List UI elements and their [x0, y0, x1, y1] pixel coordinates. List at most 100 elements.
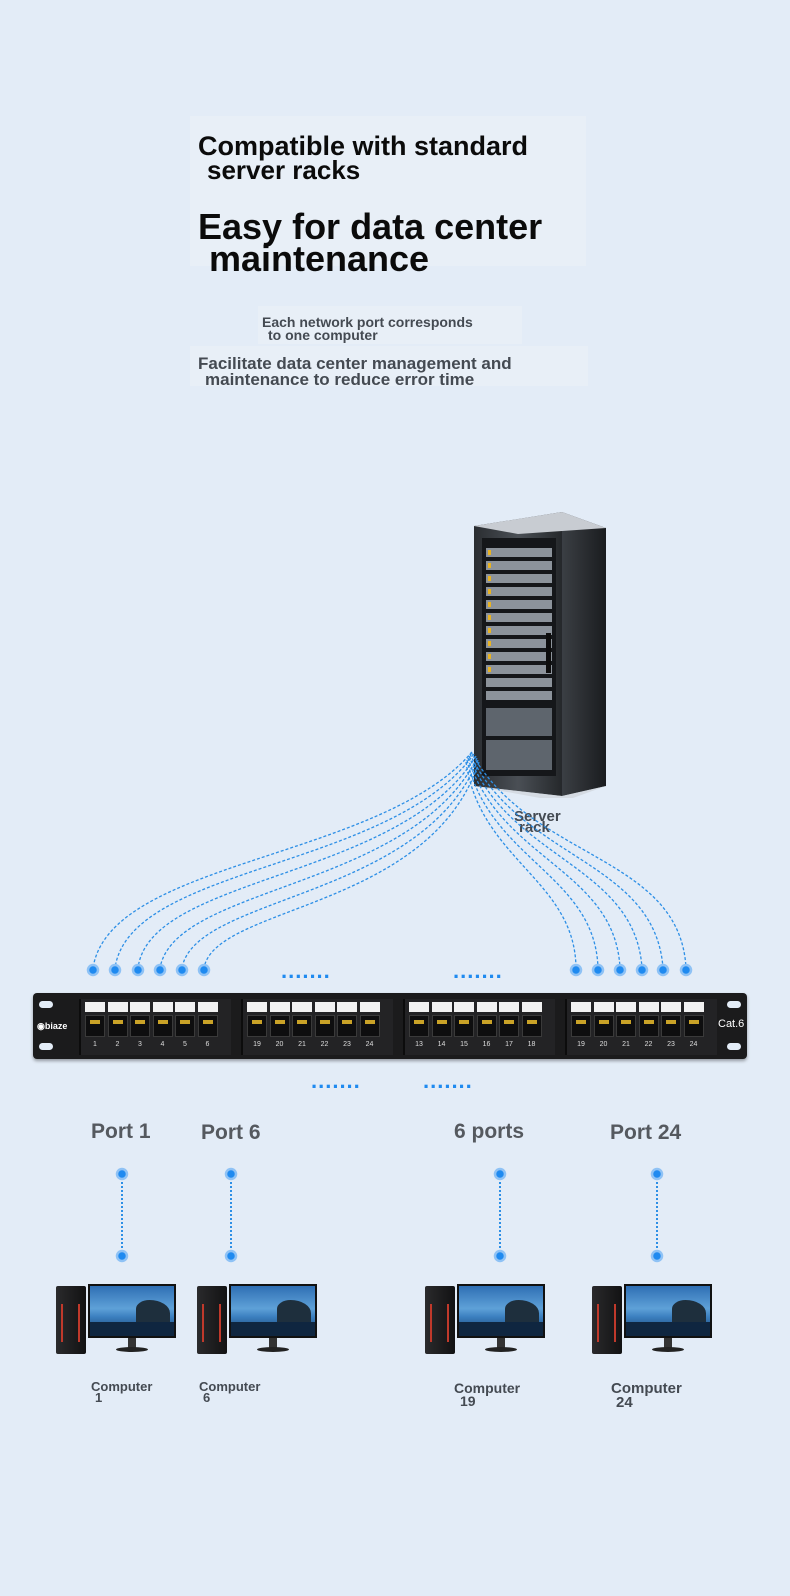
port-label-tab	[269, 1002, 290, 1012]
port-label-tab	[314, 1002, 335, 1012]
computer-label-6-line2: 6	[203, 1390, 211, 1405]
port-label-tab	[616, 1002, 636, 1012]
rj45-port[interactable]	[616, 1015, 636, 1037]
port-pins	[90, 1020, 100, 1024]
rj45-port[interactable]	[314, 1015, 335, 1037]
mounting-hole	[39, 1043, 53, 1050]
port-number: 16	[482, 1041, 491, 1048]
port-label-tab	[247, 1002, 267, 1012]
port-number: 17	[505, 1041, 513, 1048]
rj45-port[interactable]	[175, 1015, 195, 1037]
rj45-port[interactable]	[499, 1015, 519, 1037]
description-line3: Facilitate data center management and	[198, 354, 512, 373]
ellipsis-top-left: .......	[281, 958, 331, 983]
category-label: Cat.6	[718, 1018, 745, 1030]
tower-accent	[219, 1304, 221, 1342]
port-pins	[526, 1020, 537, 1024]
port-number: 21	[298, 1041, 306, 1048]
rj45-port[interactable]	[269, 1015, 290, 1037]
cable-node	[175, 963, 189, 977]
rj45-port[interactable]	[431, 1015, 452, 1037]
port-number: 21	[622, 1041, 630, 1048]
port-label-tab	[359, 1002, 380, 1012]
headline-line1: Compatible with standard	[198, 131, 529, 161]
port-pins	[666, 1020, 676, 1024]
brand-logo-icon: ◉	[37, 1021, 45, 1031]
rj45-port[interactable]	[571, 1015, 591, 1037]
rj45-port[interactable]	[521, 1015, 542, 1037]
port-pins	[135, 1020, 145, 1024]
cable-10	[468, 755, 643, 969]
port-number: 3	[138, 1041, 142, 1048]
port-node-bottom	[224, 1249, 238, 1263]
port-node-bottom	[650, 1249, 664, 1263]
rj45-port[interactable]	[476, 1015, 497, 1037]
rj45-port[interactable]	[130, 1015, 150, 1037]
port-number: 18	[527, 1041, 536, 1048]
port-number: 19	[577, 1041, 585, 1048]
port-label-6: Port 6	[201, 1121, 261, 1144]
cable-node	[86, 963, 100, 977]
cable-8	[466, 759, 599, 969]
cable-node	[656, 963, 670, 977]
monitor-base	[485, 1347, 517, 1352]
port-label-tab	[85, 1002, 105, 1012]
rj45-port[interactable]	[197, 1015, 218, 1037]
port-label-tab	[175, 1002, 195, 1012]
monitor-stand	[269, 1338, 277, 1348]
rj45-port[interactable]	[409, 1015, 429, 1037]
port-pins	[364, 1020, 375, 1024]
port-pins	[688, 1020, 699, 1024]
port-number: 24	[689, 1041, 698, 1048]
port-pins	[274, 1020, 285, 1024]
cable-4	[159, 757, 478, 969]
rj45-port[interactable]	[683, 1015, 704, 1037]
computer-image	[592, 1284, 714, 1356]
rj45-port[interactable]	[152, 1015, 173, 1037]
cable-node	[679, 963, 693, 977]
port-number: 22	[320, 1041, 329, 1048]
port-number: 2	[115, 1041, 120, 1048]
cable-9	[467, 757, 621, 969]
description-box-2	[190, 346, 588, 386]
port-label-tab	[409, 1002, 429, 1012]
tower-accent	[61, 1304, 63, 1342]
port-pins	[319, 1020, 330, 1024]
port-number: 15	[460, 1041, 468, 1048]
port-label-tab	[521, 1002, 542, 1012]
port-node-top	[115, 1167, 129, 1181]
port-pins	[504, 1020, 514, 1024]
description-box-1	[258, 306, 522, 344]
cable-diagram	[86, 751, 693, 1263]
cable-5	[181, 759, 479, 969]
port-number: 5	[183, 1041, 187, 1048]
monitor-screen	[229, 1284, 317, 1338]
rj45-port[interactable]	[292, 1015, 312, 1037]
rj45-port[interactable]	[85, 1015, 105, 1037]
rj45-port[interactable]	[337, 1015, 357, 1037]
rj45-port[interactable]	[661, 1015, 681, 1037]
rj45-port[interactable]	[359, 1015, 380, 1037]
monitor-screen	[624, 1284, 712, 1338]
port-label-tab	[661, 1002, 681, 1012]
rj45-port[interactable]	[247, 1015, 267, 1037]
rj45-port[interactable]	[107, 1015, 128, 1037]
rj45-port[interactable]	[454, 1015, 474, 1037]
cable-node	[131, 963, 145, 977]
port-label-tab	[431, 1002, 452, 1012]
brand-logo: ◉biaze	[37, 1021, 67, 1032]
computer-image	[197, 1284, 319, 1356]
tower-accent	[614, 1304, 616, 1342]
port-pins	[414, 1020, 424, 1024]
port-label-24: Port 24	[610, 1121, 682, 1144]
port-label-tab	[499, 1002, 519, 1012]
monitor-base	[116, 1347, 148, 1352]
computer-tower	[425, 1286, 455, 1354]
port-label-tab	[107, 1002, 128, 1012]
rj45-port[interactable]	[593, 1015, 614, 1037]
rj45-port[interactable]	[638, 1015, 659, 1037]
